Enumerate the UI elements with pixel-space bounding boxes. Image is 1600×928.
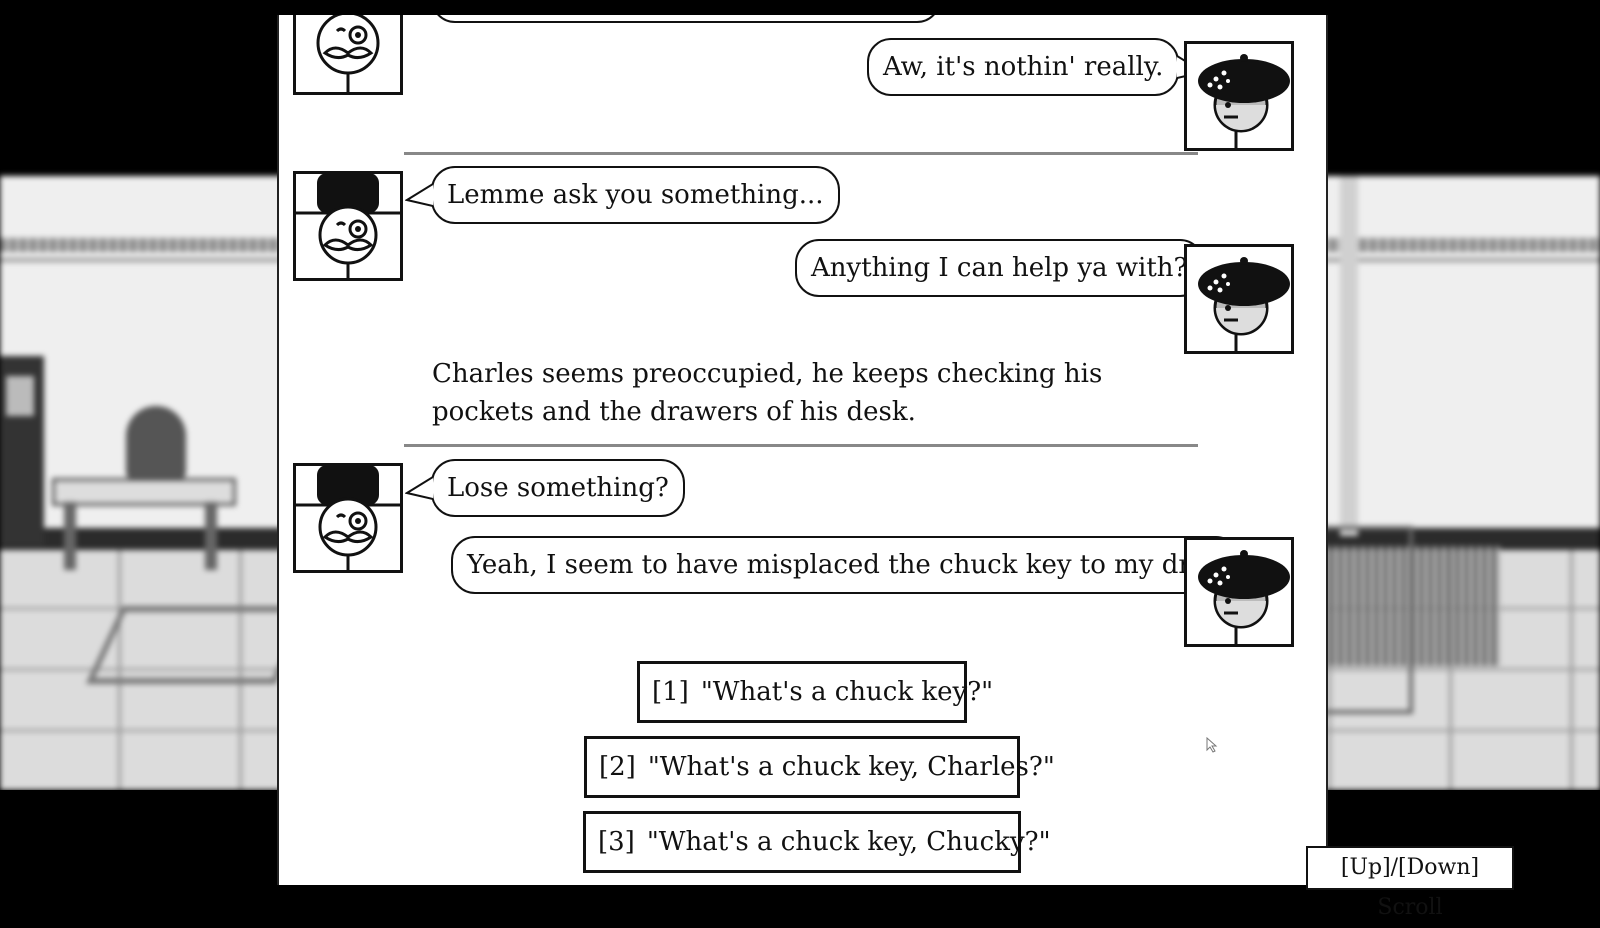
dialogue-text: Lemme ask you something... bbox=[447, 180, 824, 210]
player-speech-bubble: Aw, it's nothin' really. bbox=[867, 38, 1206, 96]
choice-key: [3] bbox=[598, 827, 635, 857]
choice-3-button[interactable]: [3] "What's a chuck key, Chucky?" bbox=[583, 811, 1051, 873]
divider bbox=[404, 152, 1198, 155]
beret-character-icon bbox=[1198, 550, 1290, 645]
player-speech-bubble: Yeah, I seem to have misplaced the chuck… bbox=[451, 536, 1267, 594]
scroll-hint: [Up]/[Down] Scroll bbox=[1306, 846, 1514, 920]
player-portrait bbox=[1184, 41, 1294, 151]
choice-2-button[interactable]: [2] "What's a chuck key, Charles?" bbox=[584, 736, 1055, 798]
charles-portrait bbox=[293, 171, 403, 281]
mustached-man-bowler-hat-icon bbox=[316, 15, 380, 93]
choice-text: "What's a chuck key, Chucky?" bbox=[646, 827, 1051, 857]
charles-portrait bbox=[293, 15, 403, 95]
choice-1-button[interactable]: [1] "What's a chuck key?" bbox=[637, 661, 993, 723]
desk bbox=[52, 478, 236, 506]
player-portrait bbox=[1184, 244, 1294, 354]
machinery bbox=[1320, 546, 1500, 666]
beret-character-icon bbox=[1198, 54, 1290, 149]
dialogue-text: Lose something? bbox=[447, 473, 669, 503]
choice-key: [1] bbox=[652, 677, 689, 707]
mustached-man-bowler-hat-icon bbox=[295, 465, 401, 571]
beret-character-icon bbox=[1198, 257, 1290, 352]
choice-text: "What's a chuck key?" bbox=[700, 677, 994, 707]
mouse-cursor-icon bbox=[1206, 737, 1218, 753]
charles-portrait bbox=[293, 463, 403, 573]
charles-speech-bubble: Lose something? bbox=[405, 459, 685, 517]
background-character bbox=[126, 406, 186, 480]
narration-text: Charles seems preoccupied, he keeps chec… bbox=[432, 359, 1103, 427]
player-portrait bbox=[1184, 537, 1294, 647]
player-speech-bubble: Anything I can help ya with? bbox=[795, 239, 1230, 297]
mustached-man-bowler-hat-icon bbox=[295, 173, 401, 279]
choice-text: "What's a chuck key, Charles?" bbox=[647, 752, 1055, 782]
bookshelf bbox=[0, 356, 44, 546]
dialogue-panel[interactable]: Aw, it's nothin' really. bbox=[277, 15, 1328, 885]
dialogue-text: Yeah, I seem to have misplaced the chuck… bbox=[467, 550, 1225, 580]
dialogue-text: Aw, it's nothin' really. bbox=[883, 52, 1164, 82]
choice-key: [2] bbox=[599, 752, 636, 782]
divider bbox=[404, 444, 1198, 447]
dialogue-text: Anything I can help ya with? bbox=[811, 253, 1188, 283]
speech-bubble-offscreen bbox=[431, 15, 941, 23]
charles-speech-bubble: Lemme ask you something... bbox=[405, 166, 840, 224]
